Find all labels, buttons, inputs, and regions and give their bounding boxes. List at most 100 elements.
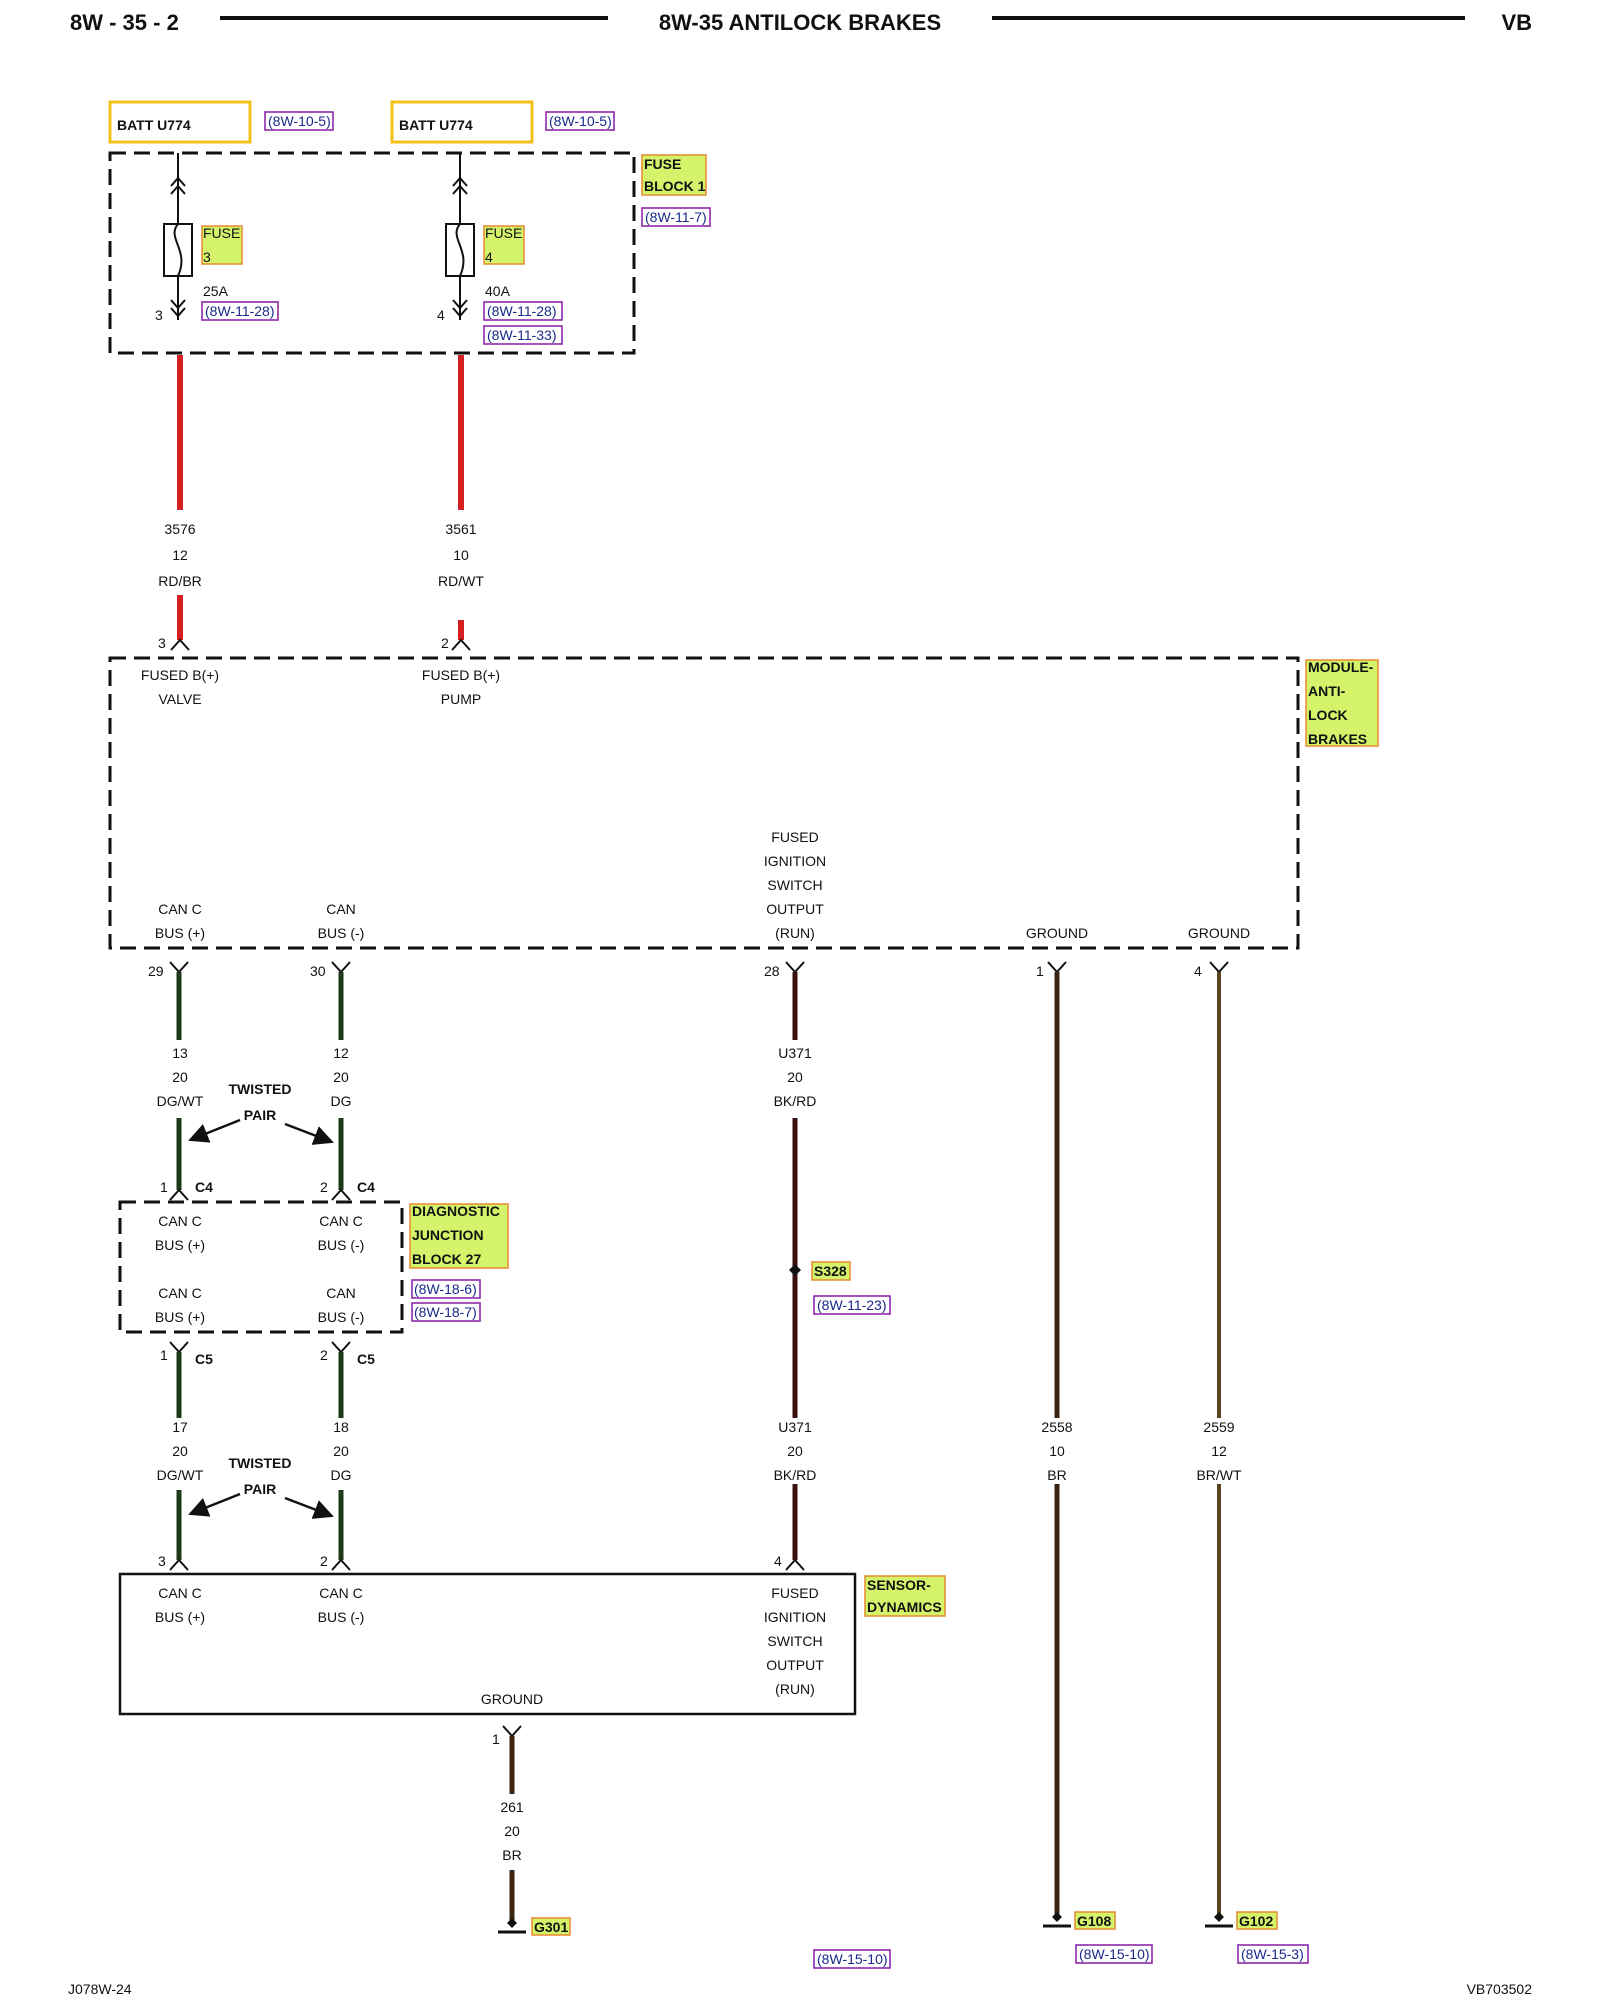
svg-text:ANTI-: ANTI- bbox=[1308, 683, 1346, 699]
svg-text:SWITCH: SWITCH bbox=[767, 1633, 822, 1649]
footer-left-code: J078W-24 bbox=[68, 1981, 132, 1997]
abs-module-tag: MODULE- ANTI- LOCK BRAKES bbox=[1305, 659, 1379, 747]
svg-text:2: 2 bbox=[441, 635, 449, 651]
fuse-block-outline bbox=[108, 151, 636, 355]
svg-text:BK/RD: BK/RD bbox=[774, 1467, 817, 1483]
svg-text:BLOCK 27: BLOCK 27 bbox=[412, 1251, 481, 1267]
svg-text:12: 12 bbox=[1211, 1443, 1227, 1459]
svg-text:DG: DG bbox=[331, 1467, 352, 1483]
sensor-tag: SENSOR- DYNAMICS bbox=[864, 1575, 946, 1617]
svg-text:G301: G301 bbox=[534, 1919, 568, 1935]
page-number: 8W - 35 - 2 bbox=[70, 10, 179, 35]
svg-text:2: 2 bbox=[320, 1347, 328, 1363]
model-code: VB bbox=[1501, 10, 1532, 35]
djb-c4-pin-2 bbox=[331, 1188, 351, 1201]
svg-text:4: 4 bbox=[774, 1553, 782, 1569]
svg-text:PAIR: PAIR bbox=[244, 1481, 276, 1497]
svg-text:TWISTED: TWISTED bbox=[229, 1081, 292, 1097]
abs-pin-4 bbox=[1209, 961, 1229, 974]
svg-text:3576: 3576 bbox=[164, 521, 195, 537]
wire-18-label: 18 20 DG bbox=[331, 1419, 352, 1483]
wire-2559-label: 2559 12 BR/WT bbox=[1196, 1419, 1242, 1483]
wire-261-label: 261 20 BR bbox=[500, 1799, 524, 1863]
svg-text:20: 20 bbox=[787, 1069, 803, 1085]
svg-text:DYNAMICS: DYNAMICS bbox=[867, 1599, 942, 1615]
fuse-4-tag: FUSE bbox=[485, 225, 522, 241]
svg-text:3561: 3561 bbox=[445, 521, 476, 537]
ground-g301-ref: (8W-15-10) bbox=[813, 1949, 891, 1969]
svg-text:CAN C: CAN C bbox=[158, 1285, 202, 1301]
svg-text:4: 4 bbox=[485, 249, 493, 265]
sensor-pin-1 bbox=[502, 1725, 522, 1738]
svg-text:CAN C: CAN C bbox=[319, 1585, 363, 1601]
svg-text:FUSE: FUSE bbox=[644, 156, 681, 172]
footer-right-code: VB703502 bbox=[1467, 1981, 1533, 1997]
abs-pin-28 bbox=[785, 961, 805, 974]
svg-text:BRAKES: BRAKES bbox=[1308, 731, 1367, 747]
fuse-4-pin: 4 bbox=[437, 307, 445, 323]
svg-text:28: 28 bbox=[764, 963, 780, 979]
sensor-can-minus-label: CAN C BUS (-) bbox=[318, 1585, 365, 1625]
svg-text:VALVE: VALVE bbox=[158, 691, 201, 707]
svg-text:CAN: CAN bbox=[326, 901, 356, 917]
svg-text:29: 29 bbox=[148, 963, 164, 979]
svg-text:BK/RD: BK/RD bbox=[774, 1093, 817, 1109]
fuse-3-pin: 3 bbox=[155, 307, 163, 323]
svg-text:DG/WT: DG/WT bbox=[157, 1093, 204, 1109]
abs-pin-2 bbox=[451, 638, 471, 651]
svg-text:13: 13 bbox=[172, 1045, 188, 1061]
svg-text:(8W-11-28): (8W-11-28) bbox=[487, 303, 557, 319]
svg-text:BR/WT: BR/WT bbox=[1196, 1467, 1242, 1483]
svg-text:(8W-18-6): (8W-18-6) bbox=[414, 1281, 477, 1297]
svg-text:BUS (+): BUS (+) bbox=[155, 1309, 205, 1325]
djb-tag: DIAGNOSTIC JUNCTION BLOCK 27 (8W-18-6) (… bbox=[409, 1203, 509, 1322]
djb-c5-pin-2 bbox=[331, 1341, 351, 1354]
djb-c5-pin-1 bbox=[169, 1341, 189, 1354]
svg-text:C5: C5 bbox=[357, 1351, 375, 1367]
abs-can-plus-label: CAN C BUS (+) bbox=[155, 901, 205, 941]
sensor-can-plus-label: CAN C BUS (+) bbox=[155, 1585, 205, 1625]
svg-text:C4: C4 bbox=[195, 1179, 213, 1195]
svg-text:CAN C: CAN C bbox=[158, 1585, 202, 1601]
abs-pin-3 bbox=[170, 638, 190, 651]
fuse-3-tag: FUSE bbox=[203, 225, 240, 241]
svg-text:IGNITION: IGNITION bbox=[764, 853, 826, 869]
svg-text:U371: U371 bbox=[778, 1419, 812, 1435]
ground-g108: G108 (8W-15-10) bbox=[1043, 1911, 1153, 1964]
djb-c4-pin-1 bbox=[169, 1188, 189, 1201]
wire-3576-label: 3576 12 RD/BR bbox=[158, 521, 202, 589]
svg-text:SENSOR-: SENSOR- bbox=[867, 1577, 931, 1593]
djb-top-left-label: CAN C BUS (+) bbox=[155, 1213, 205, 1253]
svg-text:20: 20 bbox=[333, 1069, 349, 1085]
svg-text:CAN: CAN bbox=[326, 1285, 356, 1301]
svg-text:RD/WT: RD/WT bbox=[438, 573, 484, 589]
batt-ref-2: (8W-10-5) bbox=[549, 113, 612, 129]
svg-text:PAIR: PAIR bbox=[244, 1107, 276, 1123]
wire-12-label: 12 20 DG bbox=[331, 1045, 352, 1109]
svg-text:(8W-11-7): (8W-11-7) bbox=[645, 209, 707, 225]
fuse-3: FUSE 3 25A 3 (8W-11-28) bbox=[155, 153, 279, 323]
sensor-ground-label: GROUND bbox=[481, 1691, 543, 1707]
svg-text:(RUN): (RUN) bbox=[775, 1681, 815, 1697]
svg-text:12: 12 bbox=[333, 1045, 349, 1061]
djb-bottom-right-label: CAN BUS (-) bbox=[318, 1285, 365, 1325]
sensor-outline bbox=[118, 1572, 857, 1716]
svg-text:FUSED B(+): FUSED B(+) bbox=[422, 667, 500, 683]
abs-pin-29 bbox=[169, 961, 189, 974]
svg-text:3: 3 bbox=[158, 635, 166, 651]
wire-13-label: 13 20 DG/WT bbox=[157, 1045, 204, 1109]
svg-text:4: 4 bbox=[1194, 963, 1202, 979]
svg-text:2: 2 bbox=[320, 1553, 328, 1569]
splice-s328: S328 (8W-11-23) bbox=[789, 1261, 891, 1315]
svg-text:S328: S328 bbox=[814, 1263, 847, 1279]
sensor-pin-3 bbox=[169, 1558, 189, 1571]
ground-g301: G301 bbox=[498, 1917, 571, 1936]
svg-text:3: 3 bbox=[158, 1553, 166, 1569]
svg-text:17: 17 bbox=[172, 1419, 188, 1435]
svg-text:FUSED: FUSED bbox=[771, 1585, 818, 1601]
svg-text:2559: 2559 bbox=[1203, 1419, 1234, 1435]
svg-text:(8W-15-3): (8W-15-3) bbox=[1241, 1946, 1304, 1962]
svg-text:2558: 2558 bbox=[1041, 1419, 1072, 1435]
svg-text:OUTPUT: OUTPUT bbox=[766, 1657, 824, 1673]
svg-text:20: 20 bbox=[172, 1069, 188, 1085]
